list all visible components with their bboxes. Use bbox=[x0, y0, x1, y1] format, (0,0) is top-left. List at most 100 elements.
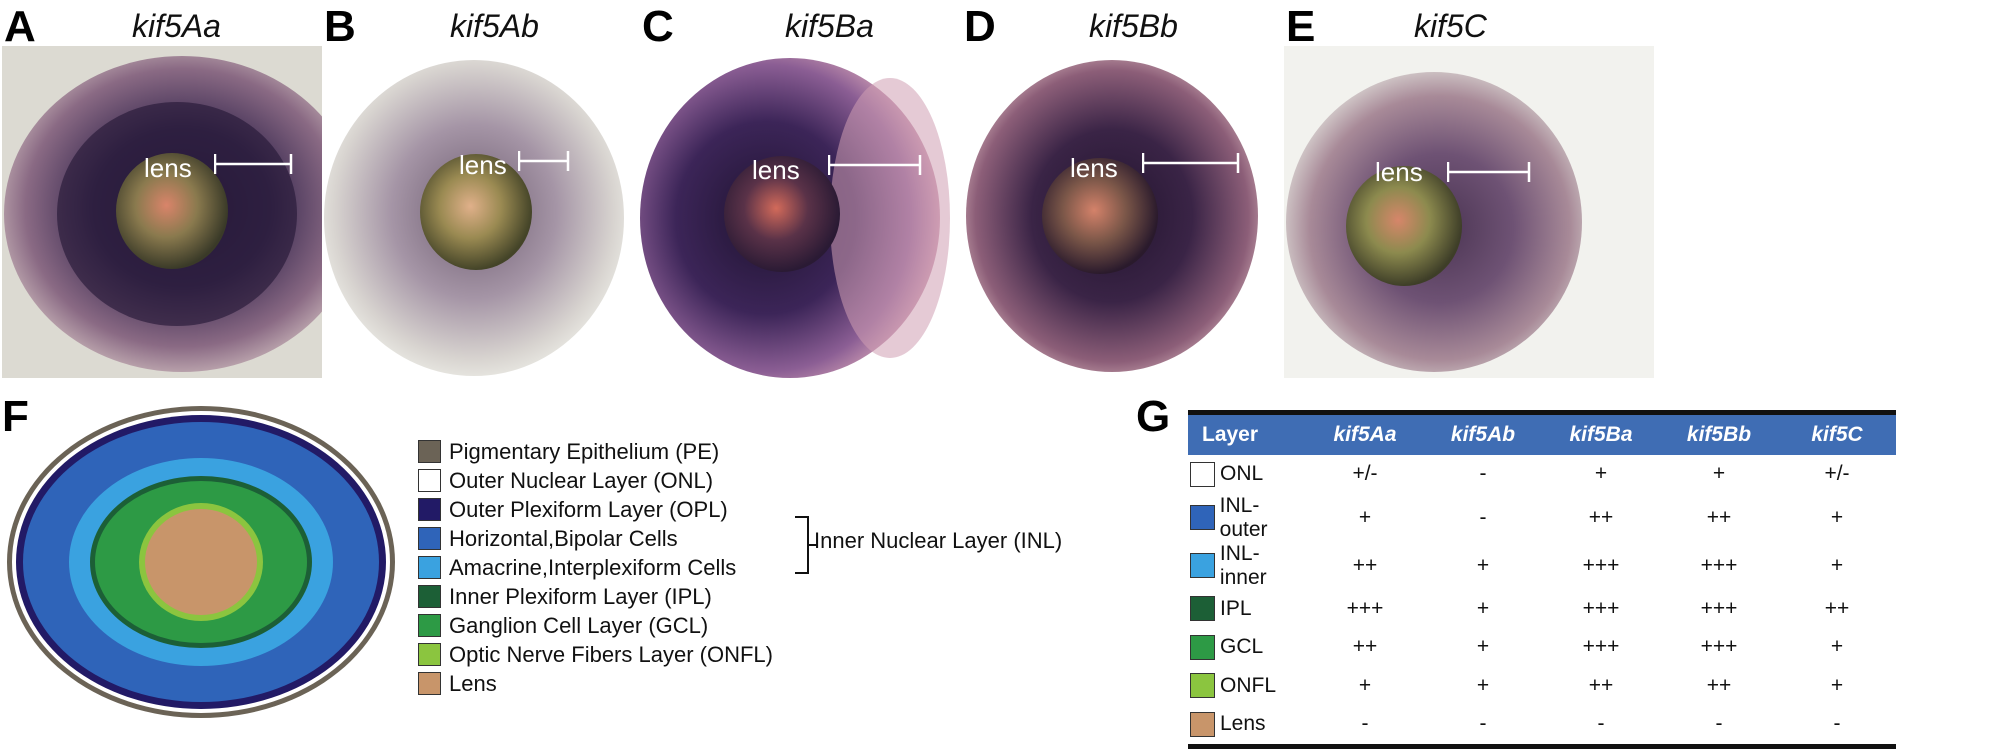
layer-swatch bbox=[1190, 461, 1215, 487]
scale-bar bbox=[518, 151, 570, 171]
legend-swatch bbox=[418, 643, 441, 666]
table-cell: - bbox=[1424, 705, 1542, 749]
retina-layer-schematic bbox=[7, 406, 395, 718]
layer-cell: INL-inner bbox=[1188, 542, 1306, 590]
retina-schematic-panel: F Pigmentary Epithelium (PE) Outer Nucle… bbox=[0, 392, 1120, 725]
table-cell: + bbox=[1358, 505, 1372, 529]
layer-swatch bbox=[1190, 596, 1215, 622]
panel-letter: E bbox=[1286, 2, 1316, 51]
layer-swatch bbox=[1190, 634, 1215, 660]
table-cell: ++ bbox=[1588, 505, 1614, 529]
table-cell: ++ bbox=[1706, 673, 1732, 697]
table-row: IPL +++ + +++ +++ ++ bbox=[1188, 590, 1896, 629]
table-cell: +++ bbox=[1700, 553, 1738, 577]
inl-group-label: Inner Nuclear Layer (INL) bbox=[814, 528, 1063, 553]
legend-label: Horizontal,Bipolar Cells bbox=[449, 525, 678, 551]
table-cell: - bbox=[1479, 462, 1487, 486]
layer-name: Lens bbox=[1220, 712, 1266, 736]
legend-label: Outer Plexiform Layer (OPL) bbox=[449, 496, 728, 522]
legend-swatch bbox=[418, 585, 441, 608]
legend-item: Amacrine,Interplexiform Cells bbox=[418, 553, 773, 582]
column-header: kif5Ba bbox=[1542, 410, 1660, 455]
gene-label: kif5Bb bbox=[1089, 8, 1178, 44]
legend-item: Horizontal,Bipolar Cells bbox=[418, 524, 773, 553]
lens-label: lens bbox=[752, 155, 800, 185]
layer-swatch bbox=[1190, 673, 1215, 699]
layer-name: ONFL bbox=[1220, 673, 1277, 697]
table-cell: - bbox=[1479, 505, 1487, 529]
layer-swatch bbox=[1190, 553, 1215, 578]
table-cell: - bbox=[1778, 705, 1896, 749]
layer-cell: GCL bbox=[1188, 628, 1306, 667]
table-cell: ++ bbox=[1588, 673, 1614, 697]
table-cell: - bbox=[1542, 705, 1660, 749]
table-cell: +++ bbox=[1346, 596, 1384, 620]
table-cell: + bbox=[1594, 462, 1608, 486]
layer-name: INL-inner bbox=[1219, 541, 1267, 589]
legend-item: Outer Plexiform Layer (OPL) bbox=[418, 495, 773, 524]
legend-swatch bbox=[418, 556, 441, 579]
legend-label: Ganglion Cell Layer (GCL) bbox=[449, 612, 709, 638]
table-cell: +++ bbox=[1582, 635, 1620, 659]
table-cell: +/- bbox=[1824, 462, 1850, 486]
table-cell: + bbox=[1830, 673, 1844, 697]
table-cell: +++ bbox=[1700, 635, 1738, 659]
legend-label: Inner Plexiform Layer (IPL) bbox=[449, 583, 712, 609]
legend-swatch bbox=[418, 440, 441, 463]
panel-letter: C bbox=[642, 2, 674, 51]
layer-cell: Lens bbox=[1188, 705, 1306, 749]
layer-name: ONL bbox=[1220, 462, 1264, 486]
table-cell: + bbox=[1830, 635, 1844, 659]
table-row: INL-inner ++ + +++ +++ + bbox=[1188, 542, 1896, 590]
table-cell: ++ bbox=[1352, 553, 1378, 577]
legend-label: Pigmentary Epithelium (PE) bbox=[449, 438, 720, 464]
legend-swatch bbox=[418, 469, 441, 492]
legend-label: Outer Nuclear Layer (ONL) bbox=[449, 467, 714, 493]
scale-bar bbox=[828, 155, 922, 175]
layer-swatch bbox=[1190, 505, 1215, 530]
layer-cell: INL-outer bbox=[1188, 494, 1306, 542]
layer-name: INL-outer bbox=[1219, 493, 1268, 541]
gene-label: kif5Ab bbox=[450, 8, 539, 44]
table-cell: + bbox=[1712, 462, 1726, 486]
table-cell: +/- bbox=[1352, 462, 1378, 486]
gene-label: kif5C bbox=[1414, 8, 1487, 44]
legend-swatch bbox=[418, 498, 441, 521]
expression-table: Layer kif5Aa kif5Ab kif5Ba kif5Bb kif5C … bbox=[1188, 410, 1896, 749]
table-cell: + bbox=[1358, 673, 1372, 697]
table-cell: - bbox=[1660, 705, 1778, 749]
legend-label: Lens bbox=[449, 670, 497, 696]
table-cell: ++ bbox=[1824, 596, 1850, 620]
legend-swatch bbox=[418, 614, 441, 637]
table-row: GCL ++ + +++ +++ + bbox=[1188, 628, 1896, 667]
panel-letter: G bbox=[1136, 392, 1171, 441]
table-cell: ++ bbox=[1352, 635, 1378, 659]
column-header: kif5Bb bbox=[1660, 410, 1778, 455]
table-cell: + bbox=[1830, 505, 1844, 529]
table-row: ONFL + + ++ ++ + bbox=[1188, 667, 1896, 706]
legend-item: Optic Nerve Fibers Layer (ONFL) bbox=[418, 640, 773, 669]
legend-item: Outer Nuclear Layer (ONL) bbox=[418, 466, 773, 495]
panel-letter: F bbox=[2, 392, 29, 441]
layer-name: GCL bbox=[1220, 635, 1264, 659]
table-header-row: Layer kif5Aa kif5Ab kif5Ba kif5Bb kif5C bbox=[1188, 410, 1896, 455]
gene-label: kif5Ba bbox=[785, 8, 874, 44]
column-header: kif5Ab bbox=[1424, 410, 1542, 455]
table-row: ONL +/- - + + +/- bbox=[1188, 455, 1896, 494]
legend-label: Optic Nerve Fibers Layer (ONFL) bbox=[449, 641, 773, 667]
scale-bar bbox=[214, 154, 293, 174]
eye-micrograph bbox=[1284, 46, 1654, 378]
lens-label: lens bbox=[144, 153, 192, 183]
layer-cell: ONL bbox=[1188, 455, 1306, 494]
layer-swatch bbox=[1190, 711, 1215, 737]
scale-bar bbox=[1447, 162, 1531, 182]
legend-item: Lens bbox=[418, 669, 773, 698]
inl-bracket bbox=[795, 516, 817, 574]
gene-label: kif5Aa bbox=[132, 8, 221, 44]
layer-cell: ONFL bbox=[1188, 667, 1306, 706]
table-cell: + bbox=[1476, 596, 1490, 620]
panel-letter: D bbox=[964, 2, 996, 51]
legend-item: Ganglion Cell Layer (GCL) bbox=[418, 611, 773, 640]
column-header: kif5Aa bbox=[1306, 410, 1424, 455]
lens-core bbox=[145, 509, 257, 615]
